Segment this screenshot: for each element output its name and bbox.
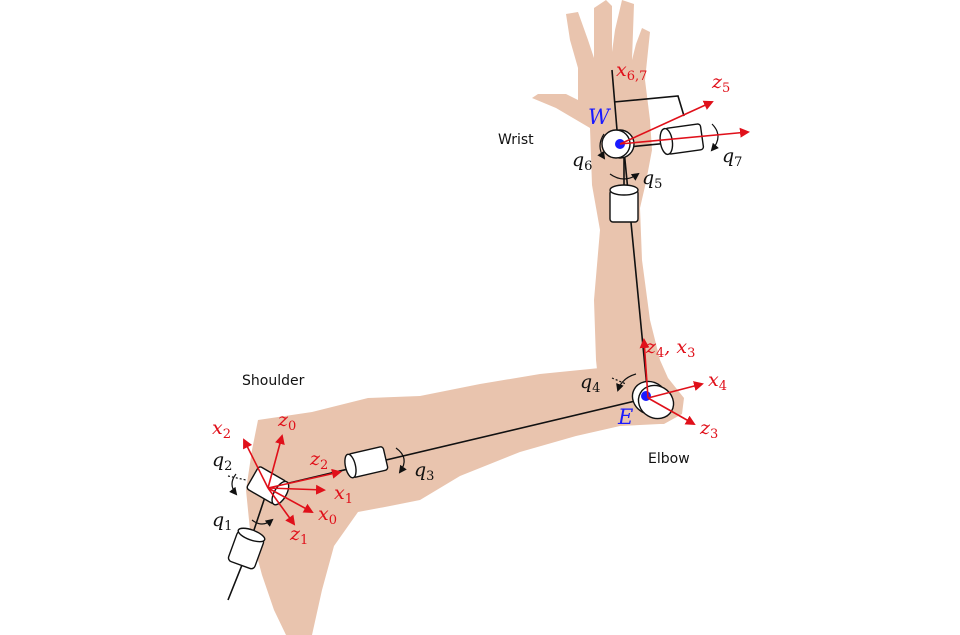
label-x67: x6,7 — [616, 59, 647, 84]
label-z1: z1 — [289, 523, 308, 548]
coordinate-axes — [243, 100, 750, 526]
label-q1: q1 — [212, 509, 232, 534]
rotation-arrow-q4 — [616, 373, 637, 392]
label-z5: z5 — [711, 71, 730, 96]
label-q6: q6 — [572, 149, 592, 174]
cylinder-q5 — [609, 184, 639, 223]
rotation-arrow-q6 — [597, 133, 606, 160]
cylinder-q7 — [659, 123, 705, 156]
forearm-hand-shape — [532, 0, 684, 424]
rotation-arrow-q2 — [229, 473, 238, 496]
label-q7: q7 — [722, 145, 742, 170]
label-q2: q2 — [212, 449, 232, 474]
cylinder-q1 — [227, 527, 266, 570]
label-point-w: W — [588, 105, 612, 129]
rotation-arrow-q3 — [395, 447, 407, 474]
wrist-joint — [597, 123, 719, 223]
arm-silhouette — [246, 0, 684, 635]
rotation-arrow-q7 — [710, 123, 719, 152]
rotation-arrow-q5 — [609, 172, 640, 181]
label-q4: q4 — [580, 371, 600, 396]
label-q5: q5 — [642, 167, 662, 192]
label-x2: x2 — [212, 417, 231, 442]
cylinder-q3 — [344, 446, 389, 479]
label-shoulder: Shoulder — [242, 373, 305, 389]
label-z0: z0 — [277, 409, 296, 434]
label-z3: z3 — [699, 417, 718, 442]
label-elbow: Elbow — [648, 451, 690, 467]
label-point-e: E — [617, 405, 633, 429]
label-x4: x4 — [708, 369, 727, 394]
label-z4-x3: z4, x3 — [645, 336, 695, 361]
upper-arm-shape — [246, 368, 672, 635]
label-wrist: Wrist — [498, 132, 534, 148]
label-q3: q3 — [414, 459, 434, 484]
label-x1: x1 — [334, 482, 353, 507]
label-x0: x0 — [318, 503, 337, 528]
label-z2: z2 — [309, 448, 328, 473]
shoulder-joint — [227, 466, 290, 570]
rotation-arrow-q1 — [251, 518, 274, 527]
